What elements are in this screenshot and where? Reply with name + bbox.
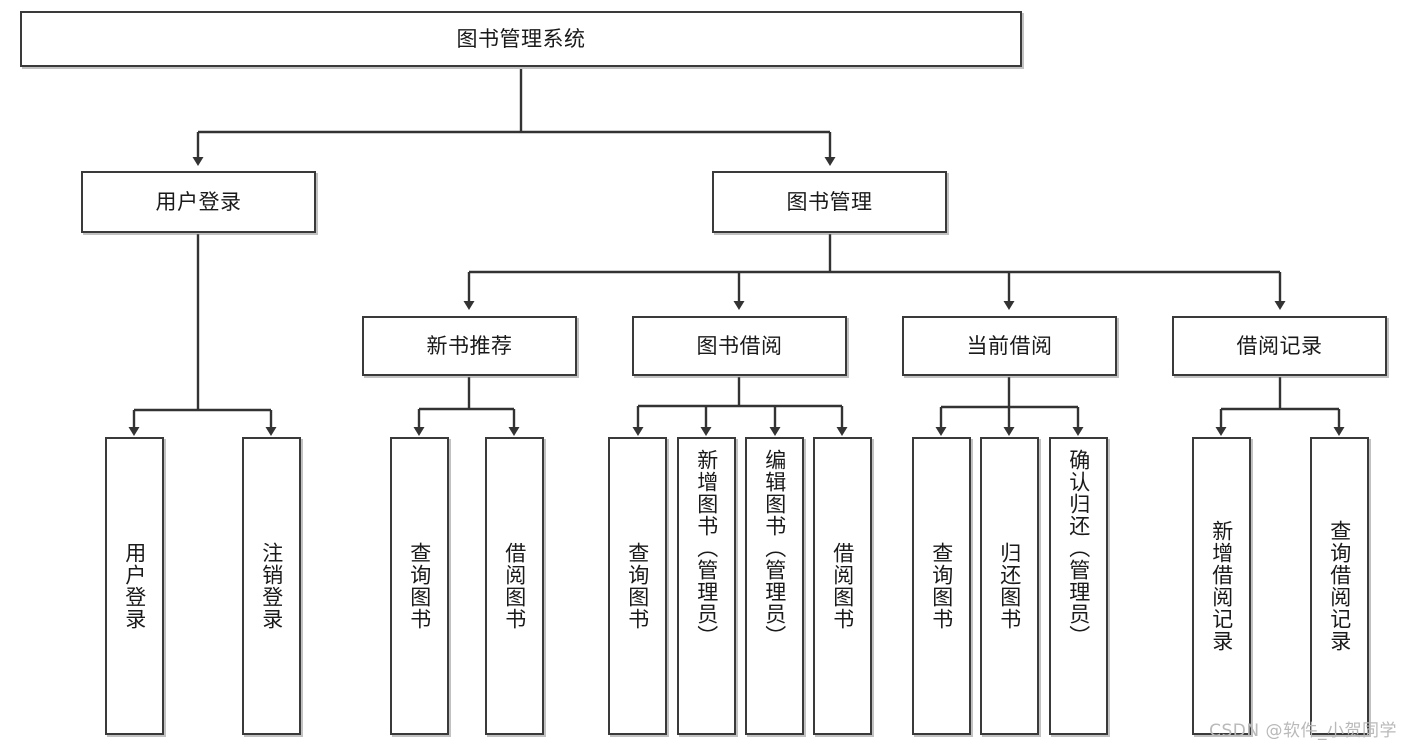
leaf-book-borrow-borrow-book[interactable]: 借阅图书 [813,437,872,735]
leaf-book-borrow-query-book[interactable]: 查询图书 [608,437,667,735]
node-borrow-record[interactable]: 借阅记录 [1172,316,1387,376]
leaf-book-borrow-edit-book[interactable]: 编辑图书（管理员） [745,437,804,735]
leaf-user-login-signout[interactable]: 注销登录 [242,437,301,735]
node-book-borrow[interactable]: 图书借阅 [632,316,847,376]
node-label: 图书借阅 [696,333,783,358]
node-label: 图书管理 [786,189,873,214]
node-label: 借阅图书 [830,542,855,630]
watermark: CSDN @软件_小贺同学 [1209,721,1397,741]
leaf-book-borrow-add-book[interactable]: 新增图书（管理员） [677,437,736,735]
node-label: 用户登录 [155,189,242,214]
node-label: 查询借阅记录 [1327,520,1352,652]
node-label: 编辑图书（管理员） [762,449,787,647]
leaf-new-book-borrow-book[interactable]: 借阅图书 [485,437,544,735]
leaf-new-book-query-book[interactable]: 查询图书 [390,437,449,735]
node-current-borrow[interactable]: 当前借阅 [902,316,1117,376]
node-label: 确认归还（管理员） [1066,449,1091,647]
node-label: 新增借阅记录 [1209,520,1234,652]
leaf-current-borrow-return-book[interactable]: 归还图书 [980,437,1039,735]
node-user-login[interactable]: 用户登录 [81,171,316,233]
node-label: 查询图书 [407,542,432,630]
node-label: 归还图书 [997,542,1022,630]
node-new-book-recommend[interactable]: 新书推荐 [362,316,577,376]
node-label: 新书推荐 [426,333,513,358]
leaf-borrow-record-query-record[interactable]: 查询借阅记录 [1310,437,1369,735]
node-label: 当前借阅 [966,333,1053,358]
node-label: 注销登录 [259,542,284,630]
node-label: 借阅记录 [1236,333,1323,358]
leaf-user-login-signin[interactable]: 用户登录 [105,437,164,735]
leaf-borrow-record-add-record[interactable]: 新增借阅记录 [1192,437,1251,735]
node-label: 查询图书 [625,542,650,630]
node-book-management[interactable]: 图书管理 [712,171,947,233]
leaf-current-borrow-confirm-return[interactable]: 确认归还（管理员） [1049,437,1108,735]
node-label: 借阅图书 [502,542,527,630]
node-root[interactable]: 图书管理系统 [20,11,1022,67]
leaf-current-borrow-query-book[interactable]: 查询图书 [912,437,971,735]
node-label: 图书管理系统 [456,26,586,51]
node-label: 用户登录 [122,542,147,630]
node-label: 查询图书 [929,542,954,630]
node-label: 新增图书（管理员） [694,449,719,647]
